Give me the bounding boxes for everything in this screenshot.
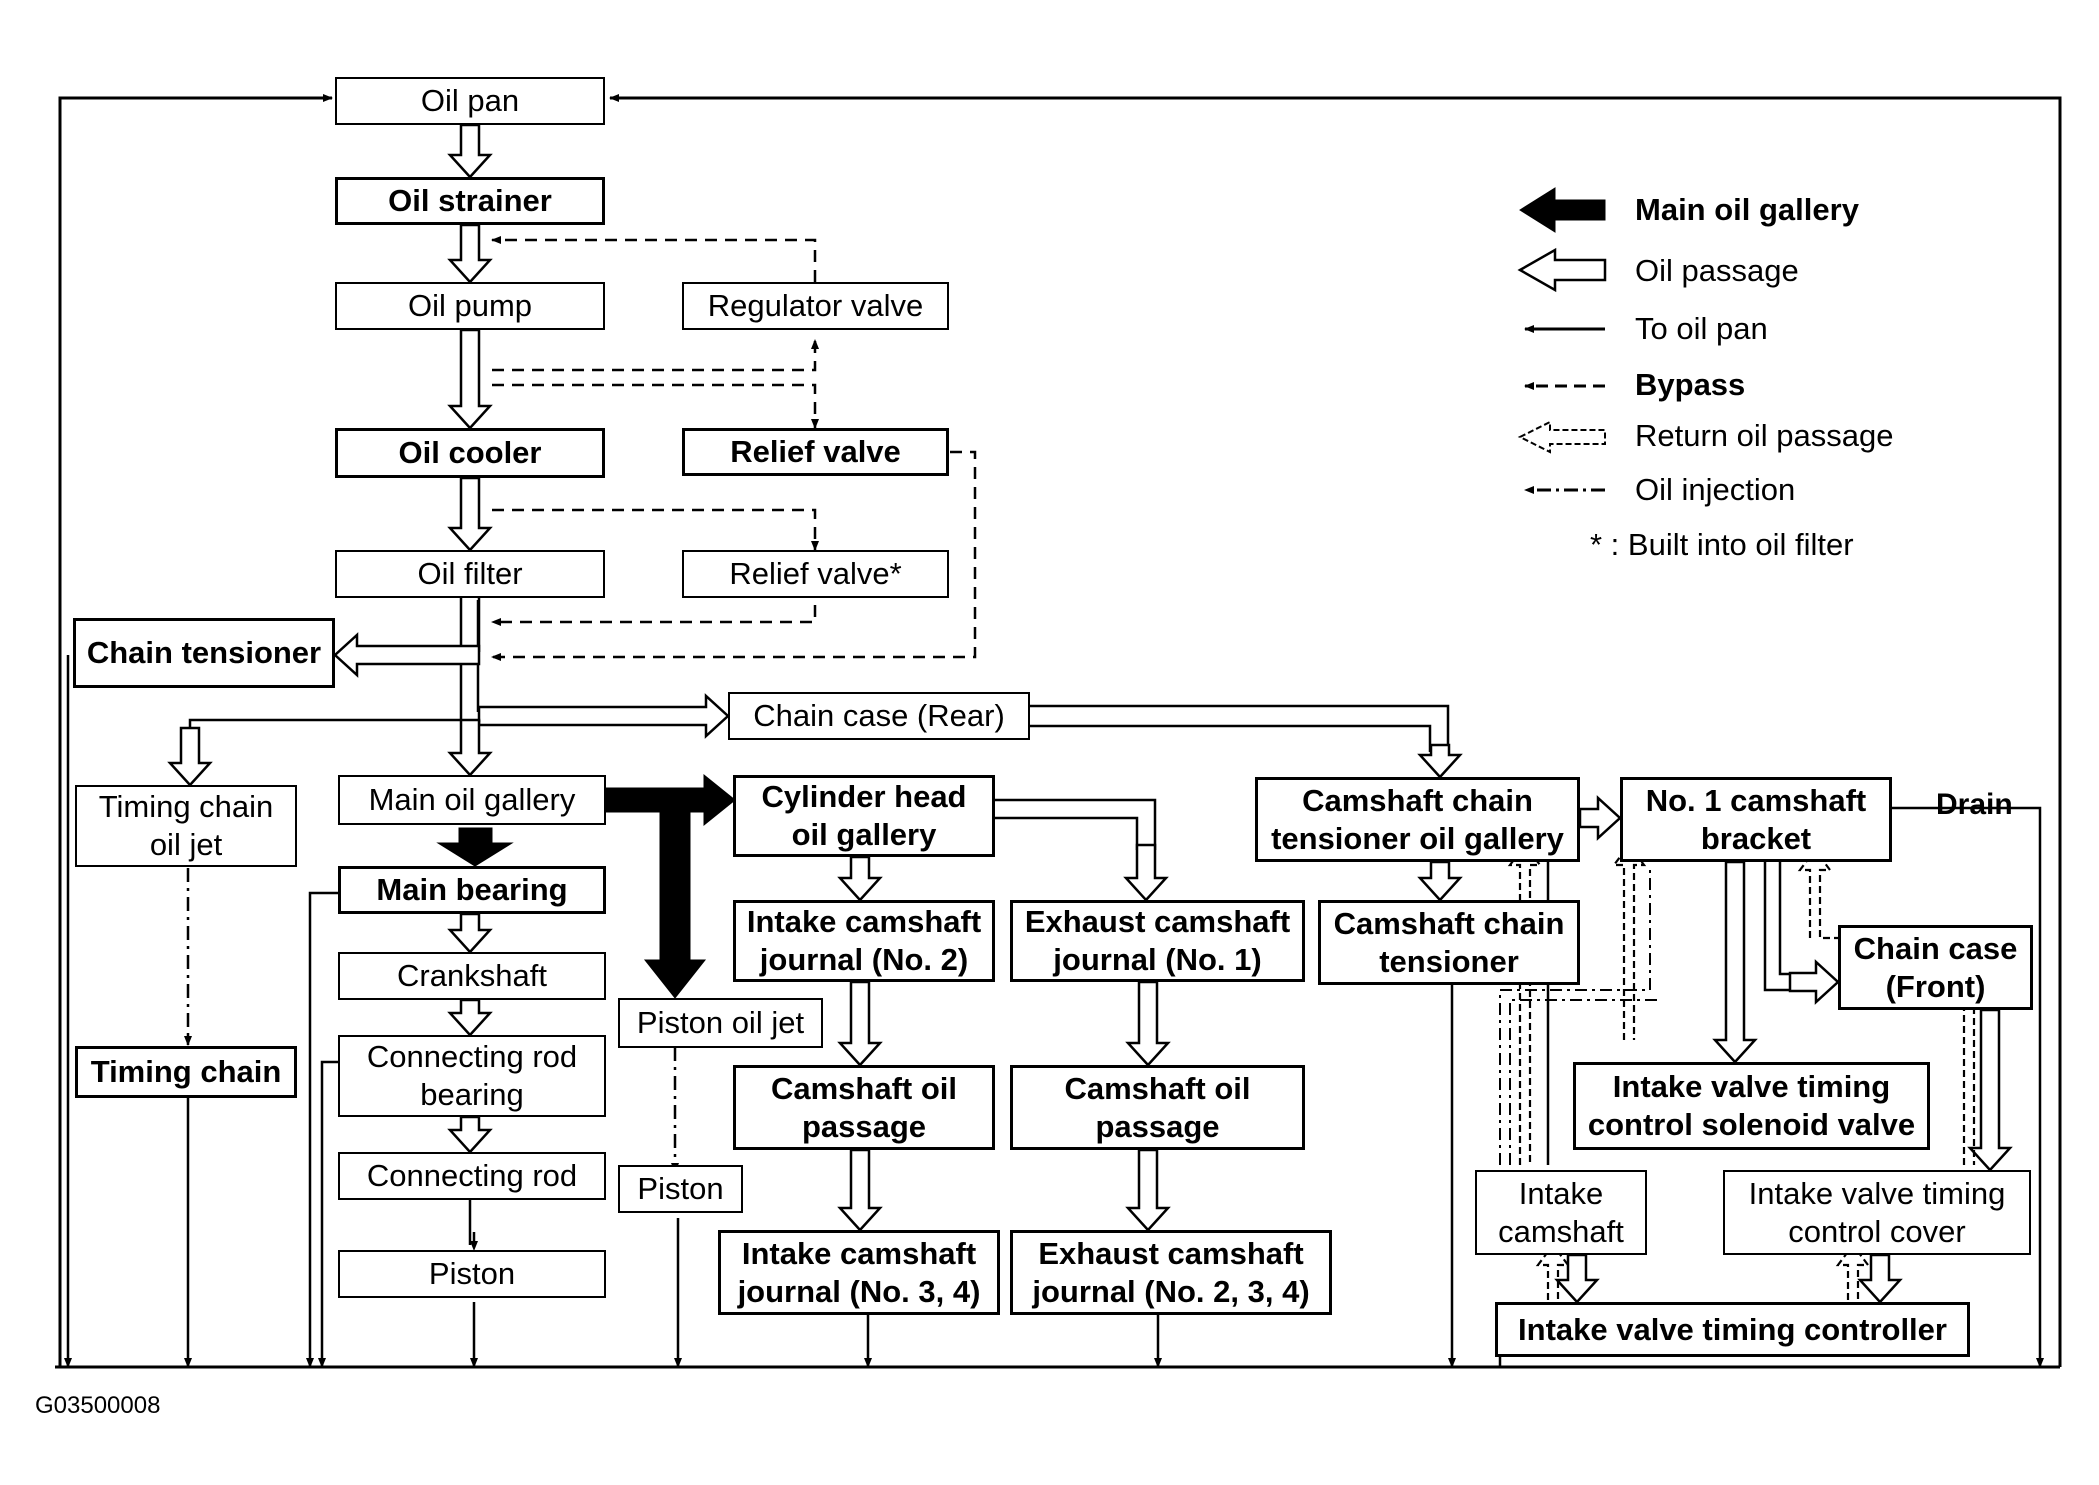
camshaft-oil-passage-exhaust-box: Camshaft oil passage: [1010, 1065, 1305, 1150]
piston-oil-jet-box: Piston oil jet: [618, 998, 823, 1048]
oil-cooler-box: Oil cooler: [335, 428, 605, 478]
oil-passage-arrow: [1554, 1253, 1600, 1304]
oil-passage-arrow: [837, 1148, 883, 1232]
oil-filter-box: Oil filter: [335, 550, 605, 598]
oil-passage-arrow: [333, 632, 481, 678]
exhaust-camshaft-journal-no1-box: Exhaust camshaft journal (No. 1): [1010, 900, 1305, 982]
exhaust-camshaft-journal-no234-box: Exhaust camshaft journal (No. 2, 3, 4): [1010, 1230, 1332, 1315]
oil-passage-branch: [995, 798, 1157, 850]
intake-valve-timing-control-cover-box: Intake valve timing control cover: [1723, 1170, 2031, 1255]
oil-pump-box: Oil pump: [335, 282, 605, 330]
legend-to-oil-pan-label: To oil pan: [1635, 311, 1768, 346]
relief-valve-box: Relief valve: [682, 428, 949, 476]
cylinder-head-oil-gallery-box: Cylinder head oil gallery: [733, 775, 995, 857]
chain-case-rear-box: Chain case (Rear): [728, 692, 1030, 740]
oil-passage-arrow: [1125, 1148, 1171, 1232]
oil-passage-arrow: [447, 998, 493, 1037]
connecting-rod-bearing-box: Connecting rod bearing: [338, 1035, 606, 1117]
chain-tensioner-box: Chain tensioner: [73, 618, 335, 688]
bypass-lines: [491, 236, 977, 661]
oil-passage-arrow: [1125, 980, 1171, 1067]
oil-passage-arrow: [1967, 1008, 2013, 1172]
intake-camshaft-journal-no2-box: Intake camshaft journal (No. 2): [733, 900, 995, 982]
main-oil-gallery-arrows: [436, 773, 736, 999]
piston-box: Piston: [338, 1250, 606, 1298]
no1-camshaft-bracket-box: No. 1 camshaft bracket: [1620, 777, 1892, 862]
legend-main-oil-gallery-icon: [1519, 187, 1606, 233]
legend-glyphs: [1517, 187, 1607, 494]
camshaft-chain-tensioner-oil-gallery-box: Camshaft chain tensioner oil gallery: [1255, 777, 1580, 862]
oil-passage-branch: [188, 702, 481, 760]
oil-passage-arrow: [1712, 860, 1758, 1064]
oil-passage-arrow: [447, 1115, 493, 1154]
oil-passage-arrow: [447, 476, 493, 552]
legend-return-oil-passage-icon: [1517, 420, 1606, 454]
oil-passage-arrow: [1788, 959, 1840, 1005]
intake-camshaft-journal-no34-box: Intake camshaft journal (No. 3, 4): [718, 1230, 1000, 1315]
oil-passage-arrow: [447, 123, 493, 179]
intake-camshaft-box: Intake camshaft: [1475, 1170, 1647, 1255]
oil-passage-arrow: [1857, 1253, 1903, 1304]
drain-label: Drain: [1936, 788, 2013, 821]
oil-strainer-box: Oil strainer: [335, 177, 605, 225]
oil-passage-branch: [1763, 862, 1815, 992]
legend-main-oil-gallery-label: Main oil gallery: [1635, 192, 1859, 227]
oil-passage-arrow: [167, 726, 213, 787]
oil-passage-arrow: [477, 693, 730, 739]
oil-passage-arrow: [1417, 743, 1463, 779]
main-oil-gallery-box: Main oil gallery: [338, 775, 606, 825]
timing-chain-oil-jet-box: Timing chain oil jet: [75, 785, 297, 867]
regulator-valve-box: Regulator valve: [682, 282, 949, 330]
intake-valve-timing-control-solenoid-valve-box: Intake valve timing control solenoid val…: [1573, 1062, 1930, 1150]
legend-oil-passage-icon: [1517, 247, 1607, 293]
legend-oil-injection-label: Oil injection: [1635, 472, 1796, 507]
oil-passage-arrow: [447, 223, 493, 284]
crankshaft-box: Crankshaft: [338, 952, 606, 1000]
figure-id: G03500008: [35, 1392, 161, 1419]
oil-passage-arrow: [1578, 795, 1622, 841]
oil-pan-box: Oil pan: [335, 77, 605, 125]
oil-passage-arrow: [447, 912, 493, 954]
oil-passage-arrows: [167, 123, 2013, 1304]
legend-oil-passage-label: Oil passage: [1635, 253, 1799, 288]
oil-injection-lines: [184, 868, 679, 1251]
oil-passage-arrow: [837, 855, 883, 902]
camshaft-chain-tensioner-box: Camshaft chain tensioner: [1318, 900, 1580, 985]
legend-return-oil-passage-label: Return oil passage: [1635, 418, 1894, 453]
main-bearing-box: Main bearing: [338, 866, 606, 914]
return-frame: [55, 94, 2062, 1369]
legend-bypass-label: Bypass: [1635, 367, 1746, 402]
drain-leads: [64, 655, 2044, 1368]
chain-case-front-box: Chain case (Front): [1838, 925, 2033, 1010]
relief-valve-builtin-box: Relief valve*: [682, 550, 949, 598]
timing-chain-box: Timing chain: [75, 1046, 297, 1098]
oil-passage-arrow: [837, 980, 883, 1067]
return-injection-lines: [1499, 865, 1660, 1165]
camshaft-oil-passage-intake-box: Camshaft oil passage: [733, 1065, 995, 1150]
oil-passage-arrow: [1123, 843, 1169, 902]
oil-passage-arrow: [447, 328, 493, 430]
intake-valve-timing-controller-box: Intake valve timing controller: [1495, 1302, 1970, 1357]
oil-passage-arrow: [447, 718, 493, 777]
connecting-rod-box: Connecting rod: [338, 1152, 606, 1200]
legend-note: * : Built into oil filter: [1590, 527, 1854, 562]
oil-passage-arrow: [1417, 860, 1463, 902]
oil-passage-branch: [1030, 704, 1450, 752]
piston-jet-target-box: Piston: [618, 1165, 743, 1213]
